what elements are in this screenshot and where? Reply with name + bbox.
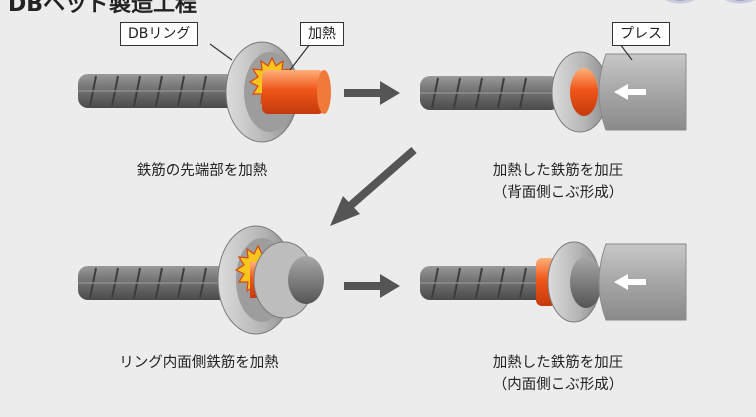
caption-step1-text: 鉄筋の先端部を加熱 (136, 163, 268, 179)
arrow-right-2 (344, 274, 400, 298)
step1-illustration (78, 41, 331, 143)
press-arrow (614, 274, 646, 290)
caption-step3: リング内面側鉄筋を加熱 (84, 352, 314, 374)
step2-illustration (420, 51, 687, 133)
rebar-ribs (78, 75, 240, 107)
caption-step4-line1: 加熱した鉄筋を加圧 (492, 355, 624, 371)
caption-step4: 加熱した鉄筋を加圧 （内面側こぶ形成） (458, 352, 658, 396)
press-arrow (614, 84, 646, 100)
page-title: DBヘッド製造工程 (8, 0, 198, 17)
step3-illustration (78, 225, 324, 335)
heated-rebar-tip (262, 70, 324, 114)
callout-press: プレス (612, 22, 670, 46)
caption-step2-line2: （背面側こぶ形成） (492, 185, 624, 201)
callout-heat: 加熱 (300, 22, 344, 46)
caption-step4-line2: （内面側こぶ形成） (492, 377, 624, 393)
back-bulge (570, 68, 598, 116)
head-end (288, 256, 324, 304)
caption-step2: 加熱した鉄筋を加圧 （背面側こぶ形成） (458, 160, 658, 204)
callout-leaders (209, 43, 633, 71)
step4-illustration (420, 241, 687, 323)
arrow-diagonal (330, 146, 417, 226)
caption-step3-text: リング内面側鉄筋を加熱 (119, 355, 279, 371)
arrow-right-1 (344, 81, 400, 105)
callout-db-ring: DBリング (120, 22, 199, 46)
decorative-circles (665, 0, 755, 4)
caption-step1: 鉄筋の先端部を加熱 (102, 160, 302, 182)
caption-step2-line1: 加熱した鉄筋を加圧 (492, 163, 624, 179)
